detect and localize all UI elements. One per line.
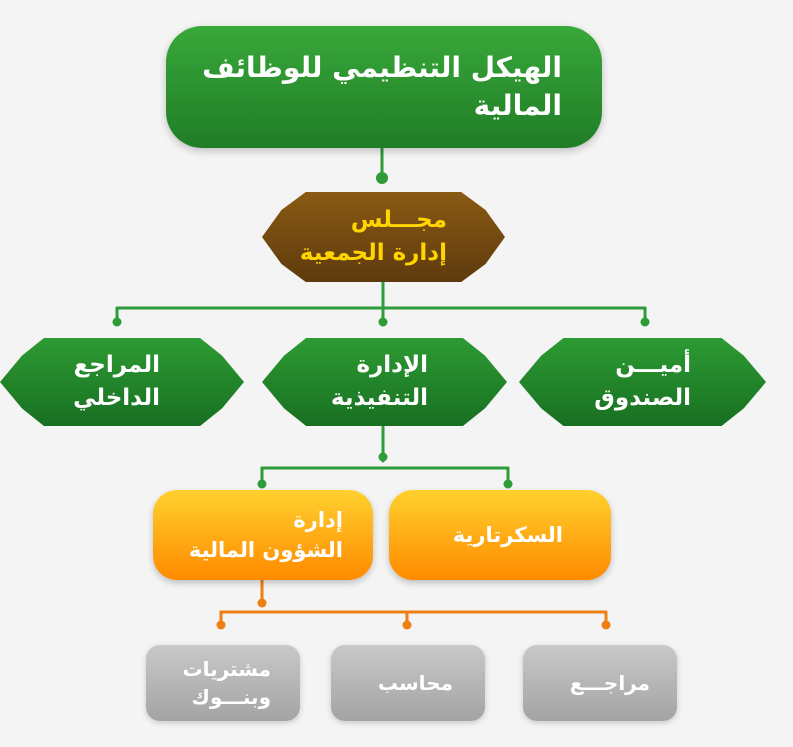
financial-affairs-node: إدارة الشؤون المالية xyxy=(153,490,373,580)
level3-right-dot xyxy=(503,479,513,489)
chart-title-line-2: المالية xyxy=(473,89,562,122)
board-node-line-2: إدارة الجمعية xyxy=(299,240,447,266)
executive-management-line-1: الإدارة xyxy=(356,352,428,378)
auditor-node: مراجـــع xyxy=(523,645,677,721)
financial-affairs-line-2: الشؤون المالية xyxy=(188,538,343,562)
level3-left-dot xyxy=(257,479,267,489)
executive-management-node: الإدارة التنفيذية xyxy=(262,338,507,426)
board-node: مجـــلس إدارة الجمعية xyxy=(262,192,505,282)
level4-right-dot xyxy=(601,620,611,630)
purchases-banks-node: مشتريات وبنـــوك xyxy=(146,645,300,721)
internal-auditor-node: المراجع الداخلي xyxy=(0,338,244,426)
secretariat-node: السكرتارية xyxy=(389,490,611,580)
auditor-label: مراجـــع xyxy=(569,671,650,695)
secretariat-label: السكرتارية xyxy=(452,523,563,547)
level2-center-dot xyxy=(378,317,388,327)
internal-auditor-line-1: المراجع xyxy=(73,352,160,378)
treasurer-line-1: أميـــن xyxy=(615,352,691,378)
chart-title: الهيكل التنظيمي للوظائف المالية xyxy=(166,26,602,148)
accountant-node: محاسب xyxy=(331,645,485,721)
accountant-label: محاسب xyxy=(377,671,453,695)
treasurer-node: أميـــن الصندوق xyxy=(519,338,766,426)
level4-left-dot xyxy=(216,620,226,630)
level2-left-dot xyxy=(112,317,122,327)
board-node-line-1: مجـــلس xyxy=(350,207,447,233)
level2-right-dot xyxy=(640,317,650,327)
purchases-banks-line-1: مشتريات xyxy=(182,657,271,681)
level4-center-dot xyxy=(402,620,412,630)
executive-bottom-dot xyxy=(378,452,388,462)
finance-bottom-dot xyxy=(257,598,267,608)
financial-affairs-line-1: إدارة xyxy=(293,508,343,532)
internal-auditor-line-2: الداخلي xyxy=(73,385,160,411)
treasurer-line-2: الصندوق xyxy=(594,385,691,411)
purchases-banks-line-2: وبنـــوك xyxy=(191,685,271,709)
chart-title-line-1: الهيكل التنظيمي للوظائف xyxy=(202,51,562,84)
title-to-board-dot xyxy=(376,172,388,184)
executive-management-line-2: التنفيذية xyxy=(330,385,428,411)
